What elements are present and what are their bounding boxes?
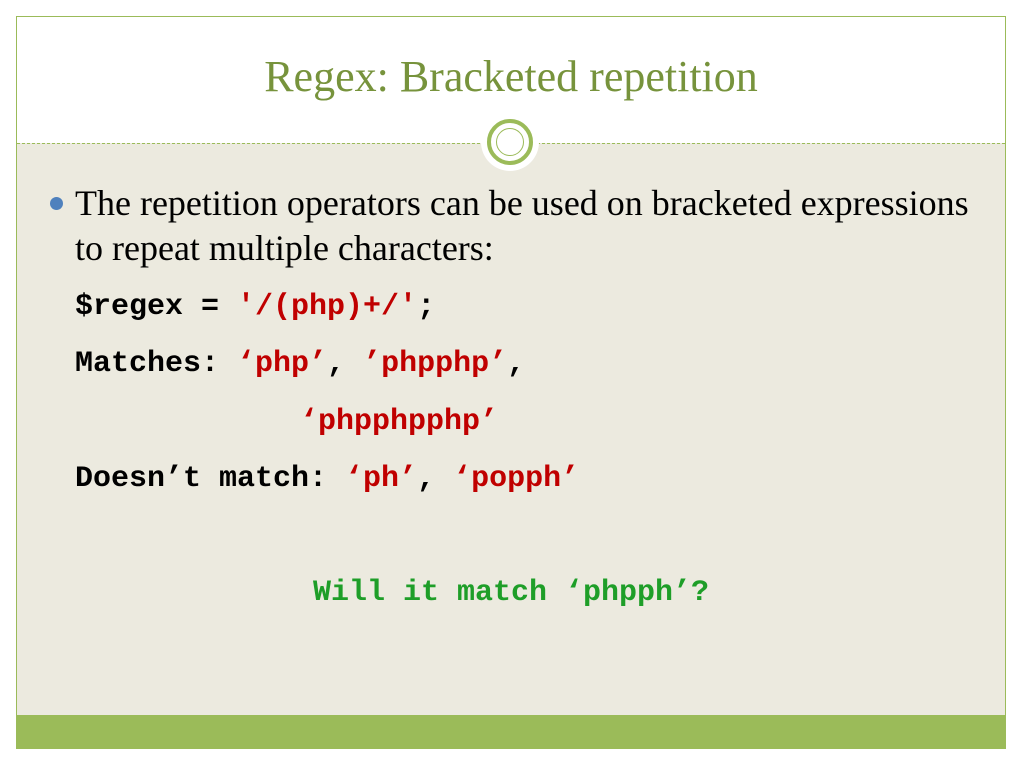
match-example-php: ‘php’	[237, 347, 328, 381]
question-text: Will it match ‘phpph’?	[312, 576, 710, 610]
code-line-regex: $regex = '/(php)+/';	[75, 289, 435, 325]
ornament-ring	[487, 119, 533, 165]
matches-label: Matches:	[75, 347, 238, 381]
slide-content: The repetition operators can be used on …	[17, 17, 1005, 748]
match-example-phpphp: ’phpphp’	[363, 347, 508, 381]
match-example-phpphpphp: ‘phpphpphp’	[300, 405, 499, 439]
ornament-inner-ring	[496, 128, 524, 156]
doesnt-match-label: Doesn’t match:	[75, 462, 346, 496]
nonmatch-separator: ,	[417, 462, 454, 496]
slide-title: Regex: Bracketed repetition	[264, 52, 758, 101]
circle-ornament-icon	[481, 113, 539, 171]
code-line-matches: Matches: ‘php’, ’phpphp’,	[75, 346, 525, 382]
code-line-matches-cont: ‘phpphpphp’	[300, 404, 498, 440]
bullet-icon	[50, 197, 63, 210]
regex-assignment-prefix: $regex =	[75, 290, 238, 324]
nonmatch-example-ph: ‘ph’	[345, 462, 418, 496]
footer-bar	[17, 715, 1005, 748]
regex-semicolon: ;	[417, 290, 436, 324]
match-separator-2: ,	[507, 347, 526, 381]
regex-pattern: '/(php)+/'	[237, 290, 418, 324]
bullet-text: The repetition operators can be used on …	[75, 183, 969, 268]
match-separator-1: ,	[327, 347, 364, 381]
nonmatch-example-popph: ‘popph’	[453, 462, 580, 496]
code-line-doesnt-match: Doesn’t match: ‘ph’, ‘popph’	[75, 461, 579, 497]
slide: Regex: Bracketed repetition The repetiti…	[16, 16, 1006, 749]
